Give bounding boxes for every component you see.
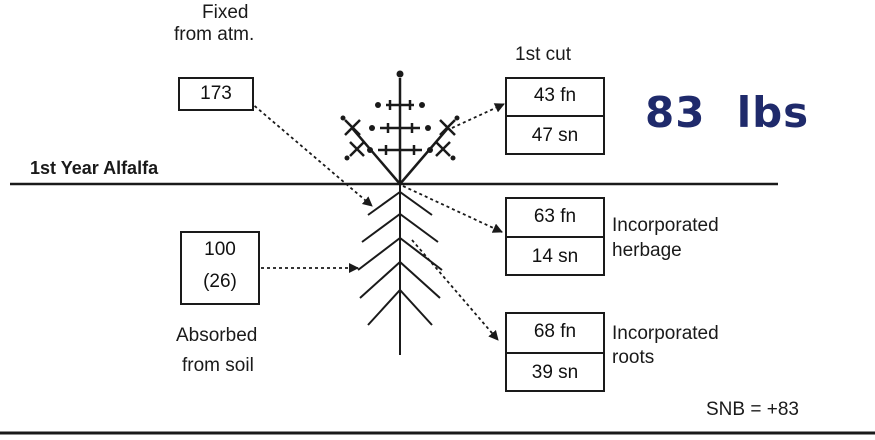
absorbed-label-line2: from soil <box>182 355 254 377</box>
fixed-label-line2: from atm. <box>174 24 254 46</box>
herbage-box: 63 fn 14 sn <box>505 197 605 276</box>
arrow-plant-to-herbage <box>403 186 502 232</box>
roots-box: 68 fn 39 sn <box>505 312 605 392</box>
cut-box: 43 fn 47 sn <box>505 77 605 155</box>
roots-fn: 68 fn <box>507 321 603 343</box>
absorbed-box: 100 (26) <box>180 231 260 305</box>
herbage-fn: 63 fn <box>507 206 603 228</box>
herbage-label-line2: herbage <box>612 240 682 262</box>
absorbed-sub-value: (26) <box>182 271 258 293</box>
fixed-label-line1: Fixed <box>202 2 248 24</box>
arrow-plant-to-roots <box>412 240 498 340</box>
cut-label: 1st cut <box>515 44 571 66</box>
fixed-box: 173 <box>178 77 254 111</box>
roots-label-line2: roots <box>612 347 654 369</box>
plant-shoot <box>341 71 460 185</box>
cut-fn: 43 fn <box>507 85 603 107</box>
herbage-label-line1: Incorporated <box>612 215 719 237</box>
absorbed-value: 100 <box>182 239 258 261</box>
roots-label-line1: Incorporated <box>612 323 719 345</box>
plant-root <box>358 184 442 355</box>
cut-sn: 47 sn <box>507 125 603 147</box>
snb-label: SNB = +83 <box>706 399 799 421</box>
roots-sn: 39 sn <box>507 362 603 384</box>
absorbed-label-line1: Absorbed <box>176 325 257 347</box>
arrow-plant-to-cut <box>452 104 504 128</box>
highlight-total: 83 lbs <box>645 90 809 136</box>
flow-arrows <box>250 102 504 340</box>
herbage-sn: 14 sn <box>507 246 603 268</box>
year-label: 1st Year Alfalfa <box>30 157 158 179</box>
fixed-value: 173 <box>180 83 252 105</box>
